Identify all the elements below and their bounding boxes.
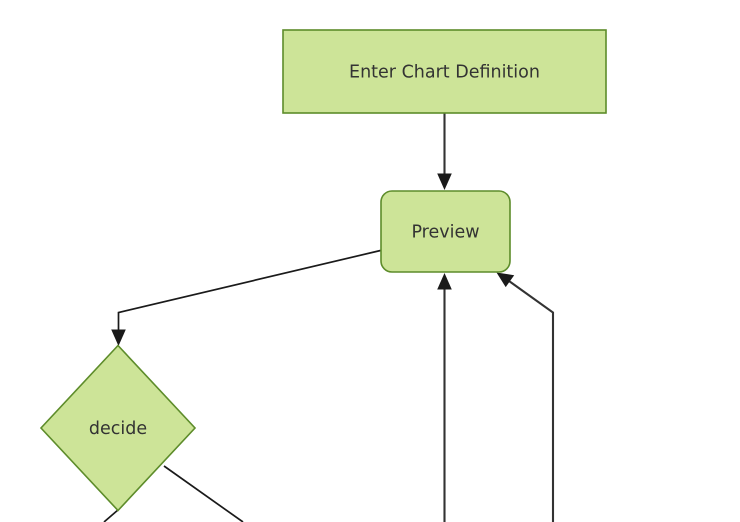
- node-decide-label: decide: [89, 419, 147, 439]
- node-preview-label: Preview: [411, 223, 479, 243]
- edge-decide-out-left: [103, 508, 120, 522]
- edge-enter-to-preview: [437, 113, 452, 190]
- node-preview[interactable]: Preview: [380, 190, 511, 273]
- edge-preview-to-decide: [111, 249, 381, 346]
- edge-into-preview-bottom: [437, 273, 452, 522]
- edge-decide-out-right: [163, 465, 244, 522]
- node-enter-chart-definition[interactable]: Enter Chart Definition: [282, 29, 607, 114]
- edge-into-preview-bottom-right: [496, 272, 555, 522]
- node-enter-chart-definition-label: Enter Chart Definition: [349, 63, 540, 83]
- node-decide[interactable]: decide: [39, 344, 197, 512]
